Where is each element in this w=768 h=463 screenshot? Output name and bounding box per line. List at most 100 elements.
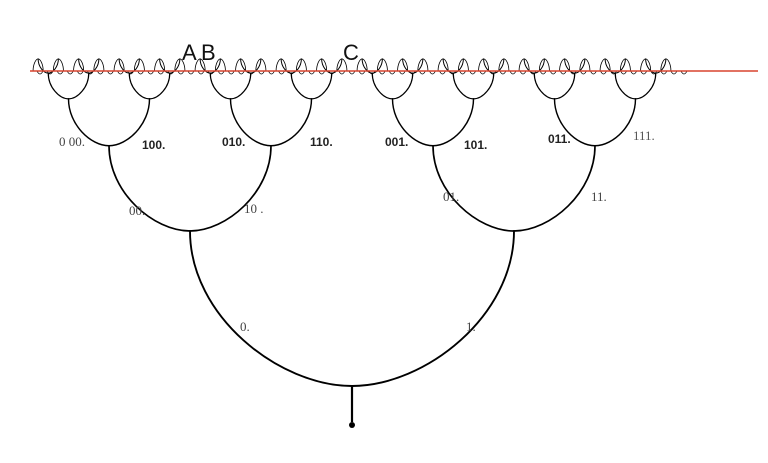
- tree-branch: [422, 58, 429, 72]
- tree-branch: [67, 98, 110, 147]
- tree-branch: [655, 58, 667, 74]
- tree-branch: [381, 58, 388, 72]
- canopy-twig: [66, 70, 74, 75]
- tree-branch: [442, 58, 449, 72]
- canopy-twig: [630, 70, 638, 75]
- tree-branch: [640, 58, 647, 72]
- tree-branches: [32, 58, 688, 387]
- tree-branch: [214, 58, 221, 72]
- tree-branch: [290, 72, 313, 100]
- canopy-twig: [499, 70, 507, 75]
- canopy-twig: [368, 70, 376, 75]
- tree-branch: [240, 58, 247, 72]
- tree-branch: [37, 58, 49, 74]
- canopy-twig: [539, 70, 547, 75]
- tree-branch: [483, 58, 490, 72]
- canopy-twig: [127, 70, 134, 75]
- label-101: 101.: [464, 138, 487, 152]
- tree-branch: [432, 98, 475, 147]
- tree-branch: [179, 58, 186, 72]
- tree-branch: [169, 58, 181, 74]
- tree-branch: [437, 58, 444, 72]
- canopy-twig: [177, 70, 185, 75]
- tree-branch: [295, 58, 302, 72]
- canopy-twig: [559, 70, 567, 75]
- canopy-twig: [600, 70, 607, 75]
- tree-branch: [290, 58, 302, 74]
- canopy-twig: [549, 70, 557, 75]
- tree-branch: [518, 58, 525, 72]
- canopy-twig: [620, 70, 628, 75]
- label-010: 010.: [222, 135, 245, 149]
- canopy-twig: [348, 70, 356, 75]
- tree-branch: [564, 58, 571, 72]
- tree-branch: [219, 58, 226, 72]
- tree-branch: [665, 58, 672, 72]
- tree-branch: [361, 58, 368, 72]
- tree-branch: [624, 58, 631, 72]
- canopy-twig: [489, 70, 497, 75]
- tree-branch: [52, 58, 59, 72]
- tree-branch: [478, 58, 485, 72]
- tree-branch: [154, 58, 161, 72]
- tree-branch: [619, 58, 626, 72]
- letter-c: C: [343, 40, 359, 65]
- canopy-twig: [157, 70, 165, 75]
- label-01: 01.: [443, 189, 459, 204]
- tree-branch: [594, 98, 637, 147]
- tree-branch: [128, 58, 140, 74]
- canopy-twig: [187, 70, 195, 75]
- canopy-twig: [610, 70, 617, 75]
- canopy-twig: [418, 70, 426, 75]
- canopy-twig: [670, 70, 678, 75]
- tree-branch: [67, 72, 90, 100]
- canopy-twig: [439, 70, 446, 75]
- tree-branch: [209, 58, 221, 74]
- tree-branch: [574, 58, 586, 74]
- tree-branch: [300, 58, 307, 72]
- tree-branch: [457, 58, 464, 72]
- tree-branch: [280, 58, 287, 72]
- canopy-twig: [680, 70, 688, 75]
- label-111: 111.: [633, 128, 655, 143]
- tree-branch: [553, 72, 576, 100]
- canopy-twig: [217, 70, 225, 75]
- tree-branch: [159, 58, 166, 72]
- canopy-twig: [167, 70, 175, 75]
- tree-branch: [351, 230, 515, 387]
- label-1: 1.: [466, 319, 476, 334]
- tree-branch: [472, 72, 495, 100]
- canopy-twig: [56, 70, 64, 75]
- tree-branch: [376, 58, 383, 72]
- tree-branch: [579, 58, 586, 72]
- tree-branch: [118, 58, 130, 74]
- tree-branch: [634, 72, 657, 100]
- tree-branch: [538, 58, 545, 72]
- canopy-twig: [308, 70, 316, 75]
- tree-branch: [275, 58, 282, 72]
- label-100: 100.: [142, 138, 165, 152]
- canopy-twig: [36, 70, 44, 75]
- tree-branch: [255, 58, 262, 72]
- tree-branch: [483, 58, 495, 74]
- canopy-twig: [86, 70, 94, 75]
- tree-branch: [118, 58, 125, 72]
- tree-branch: [73, 58, 80, 72]
- tree-branch: [98, 58, 105, 72]
- canopy-twig: [398, 70, 406, 75]
- label-11: 11.: [591, 189, 607, 204]
- tree-branch: [584, 58, 591, 72]
- canopy-twig: [318, 70, 326, 75]
- canopy-twig: [247, 70, 255, 75]
- tree-branch: [235, 58, 242, 72]
- tree-branch: [194, 58, 201, 72]
- tree-branch: [321, 58, 333, 74]
- canopy-twig: [278, 70, 285, 75]
- tree-branch: [174, 58, 181, 72]
- tree-branch: [310, 72, 333, 100]
- label-10: 10 .: [244, 201, 264, 216]
- tree-branch: [614, 58, 626, 74]
- canopy-twig: [449, 70, 456, 75]
- tree-branch: [432, 144, 515, 232]
